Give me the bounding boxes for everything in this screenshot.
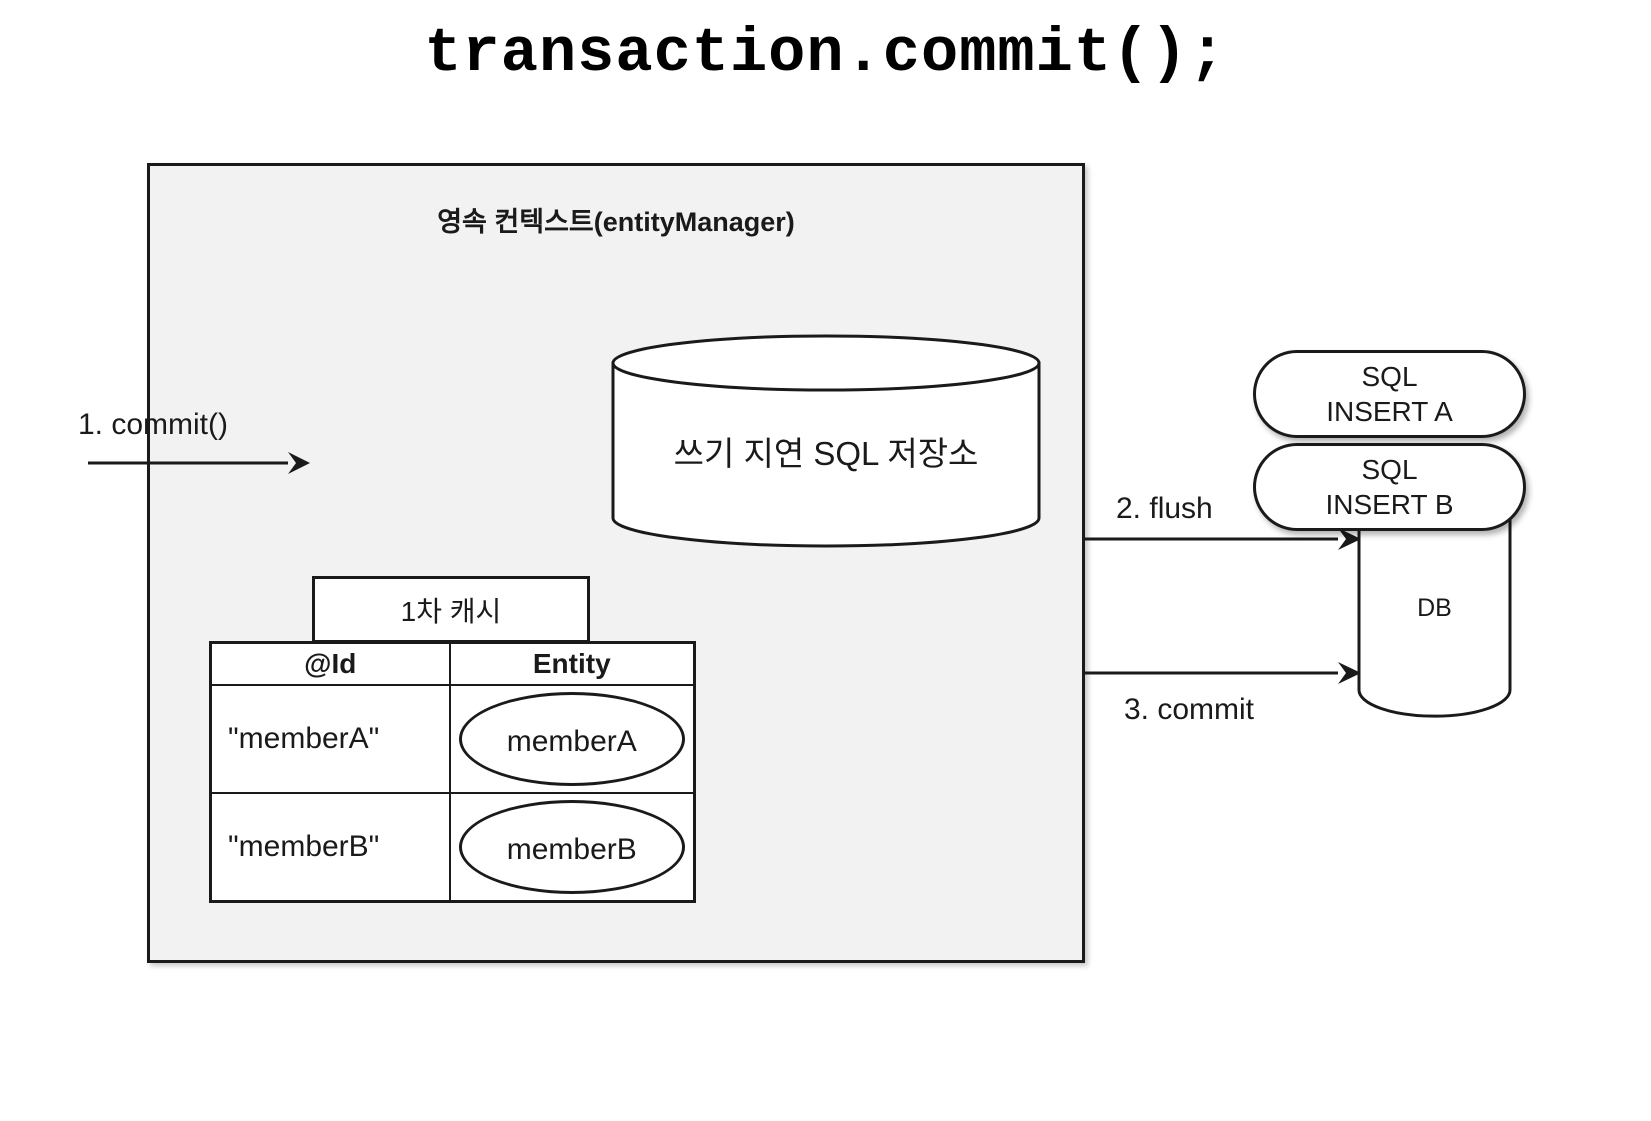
arrow-flush	[1085, 528, 1361, 550]
sql-insert-a-line2: INSERT A	[1326, 396, 1453, 427]
write-behind-sql-store-label: 쓰기 지연 SQL 저장소	[673, 435, 979, 472]
table-row: "memberA" memberA	[209, 684, 696, 794]
cell-id-member-b: "memberB"	[209, 792, 451, 903]
arrow-commit	[88, 452, 310, 474]
database-cylinder	[1357, 500, 1512, 718]
first-level-cache-tab-label: 1차 캐시	[400, 595, 502, 627]
first-level-cache-table: @Id Entity "memberA" memberA "memberB" m…	[209, 641, 696, 903]
entity-oval-member-a: memberA	[458, 692, 685, 786]
sql-insert-b-box: SQL INSERT B	[1253, 443, 1526, 531]
sql-insert-b-line2: INSERT B	[1325, 489, 1454, 520]
entity-oval-member-b: memberB	[458, 800, 685, 894]
cell-id-member-a: "memberA"	[209, 684, 451, 794]
cell-entity-member-b: memberB	[448, 792, 696, 903]
page-title: transaction.commit();	[424, 18, 1227, 89]
flow-label-commit-db: 3. commit	[1124, 693, 1255, 726]
flow-label-commit: 1. commit()	[78, 408, 228, 441]
arrow-commit-db	[1085, 662, 1361, 684]
column-header-entity: Entity	[448, 641, 696, 686]
table-header-row: @Id Entity	[209, 641, 696, 686]
sql-insert-a-line1: SQL	[1361, 361, 1418, 392]
persistence-context-label: 영속 컨텍스트(entityManager)	[437, 207, 795, 237]
write-behind-sql-store-cylinder	[610, 333, 1042, 548]
sql-insert-b-line1: SQL	[1361, 454, 1418, 485]
column-header-id: @Id	[209, 641, 451, 686]
flow-label-flush: 2. flush	[1116, 492, 1213, 525]
first-level-cache-tab: 1차 캐시	[312, 576, 590, 643]
database-label: DB	[1417, 594, 1452, 622]
sql-insert-a-box: SQL INSERT A	[1253, 350, 1526, 438]
table-row: "memberB" memberB	[209, 792, 696, 903]
cell-entity-member-a: memberA	[448, 684, 696, 794]
